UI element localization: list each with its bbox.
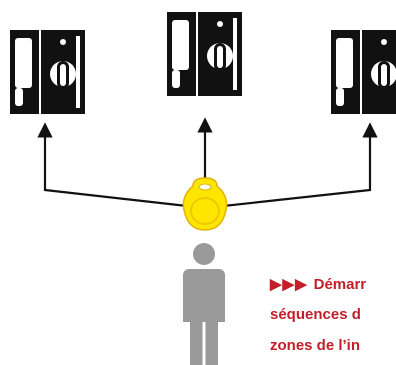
door-lock-module-icon xyxy=(331,30,396,114)
connection-line-left xyxy=(37,122,206,210)
caption-line-1-text: Démarr xyxy=(313,276,367,293)
caption-line-2: séquences d xyxy=(270,306,361,323)
door-lock-module-icon xyxy=(10,30,85,114)
caption-line-3: zones de l’in xyxy=(270,337,361,354)
device-right xyxy=(331,30,396,114)
person-icon xyxy=(183,243,225,365)
device-left xyxy=(10,30,85,114)
rfid-key-fob-icon xyxy=(182,177,228,231)
caption-line-1: ▶▶▶ Démarr xyxy=(270,275,366,295)
connection-line-right xyxy=(204,122,378,210)
device-center xyxy=(167,12,242,96)
door-lock-module-icon xyxy=(167,12,242,96)
triple-arrow-icon: ▶▶▶ xyxy=(270,276,308,293)
connection-lines xyxy=(37,117,378,210)
